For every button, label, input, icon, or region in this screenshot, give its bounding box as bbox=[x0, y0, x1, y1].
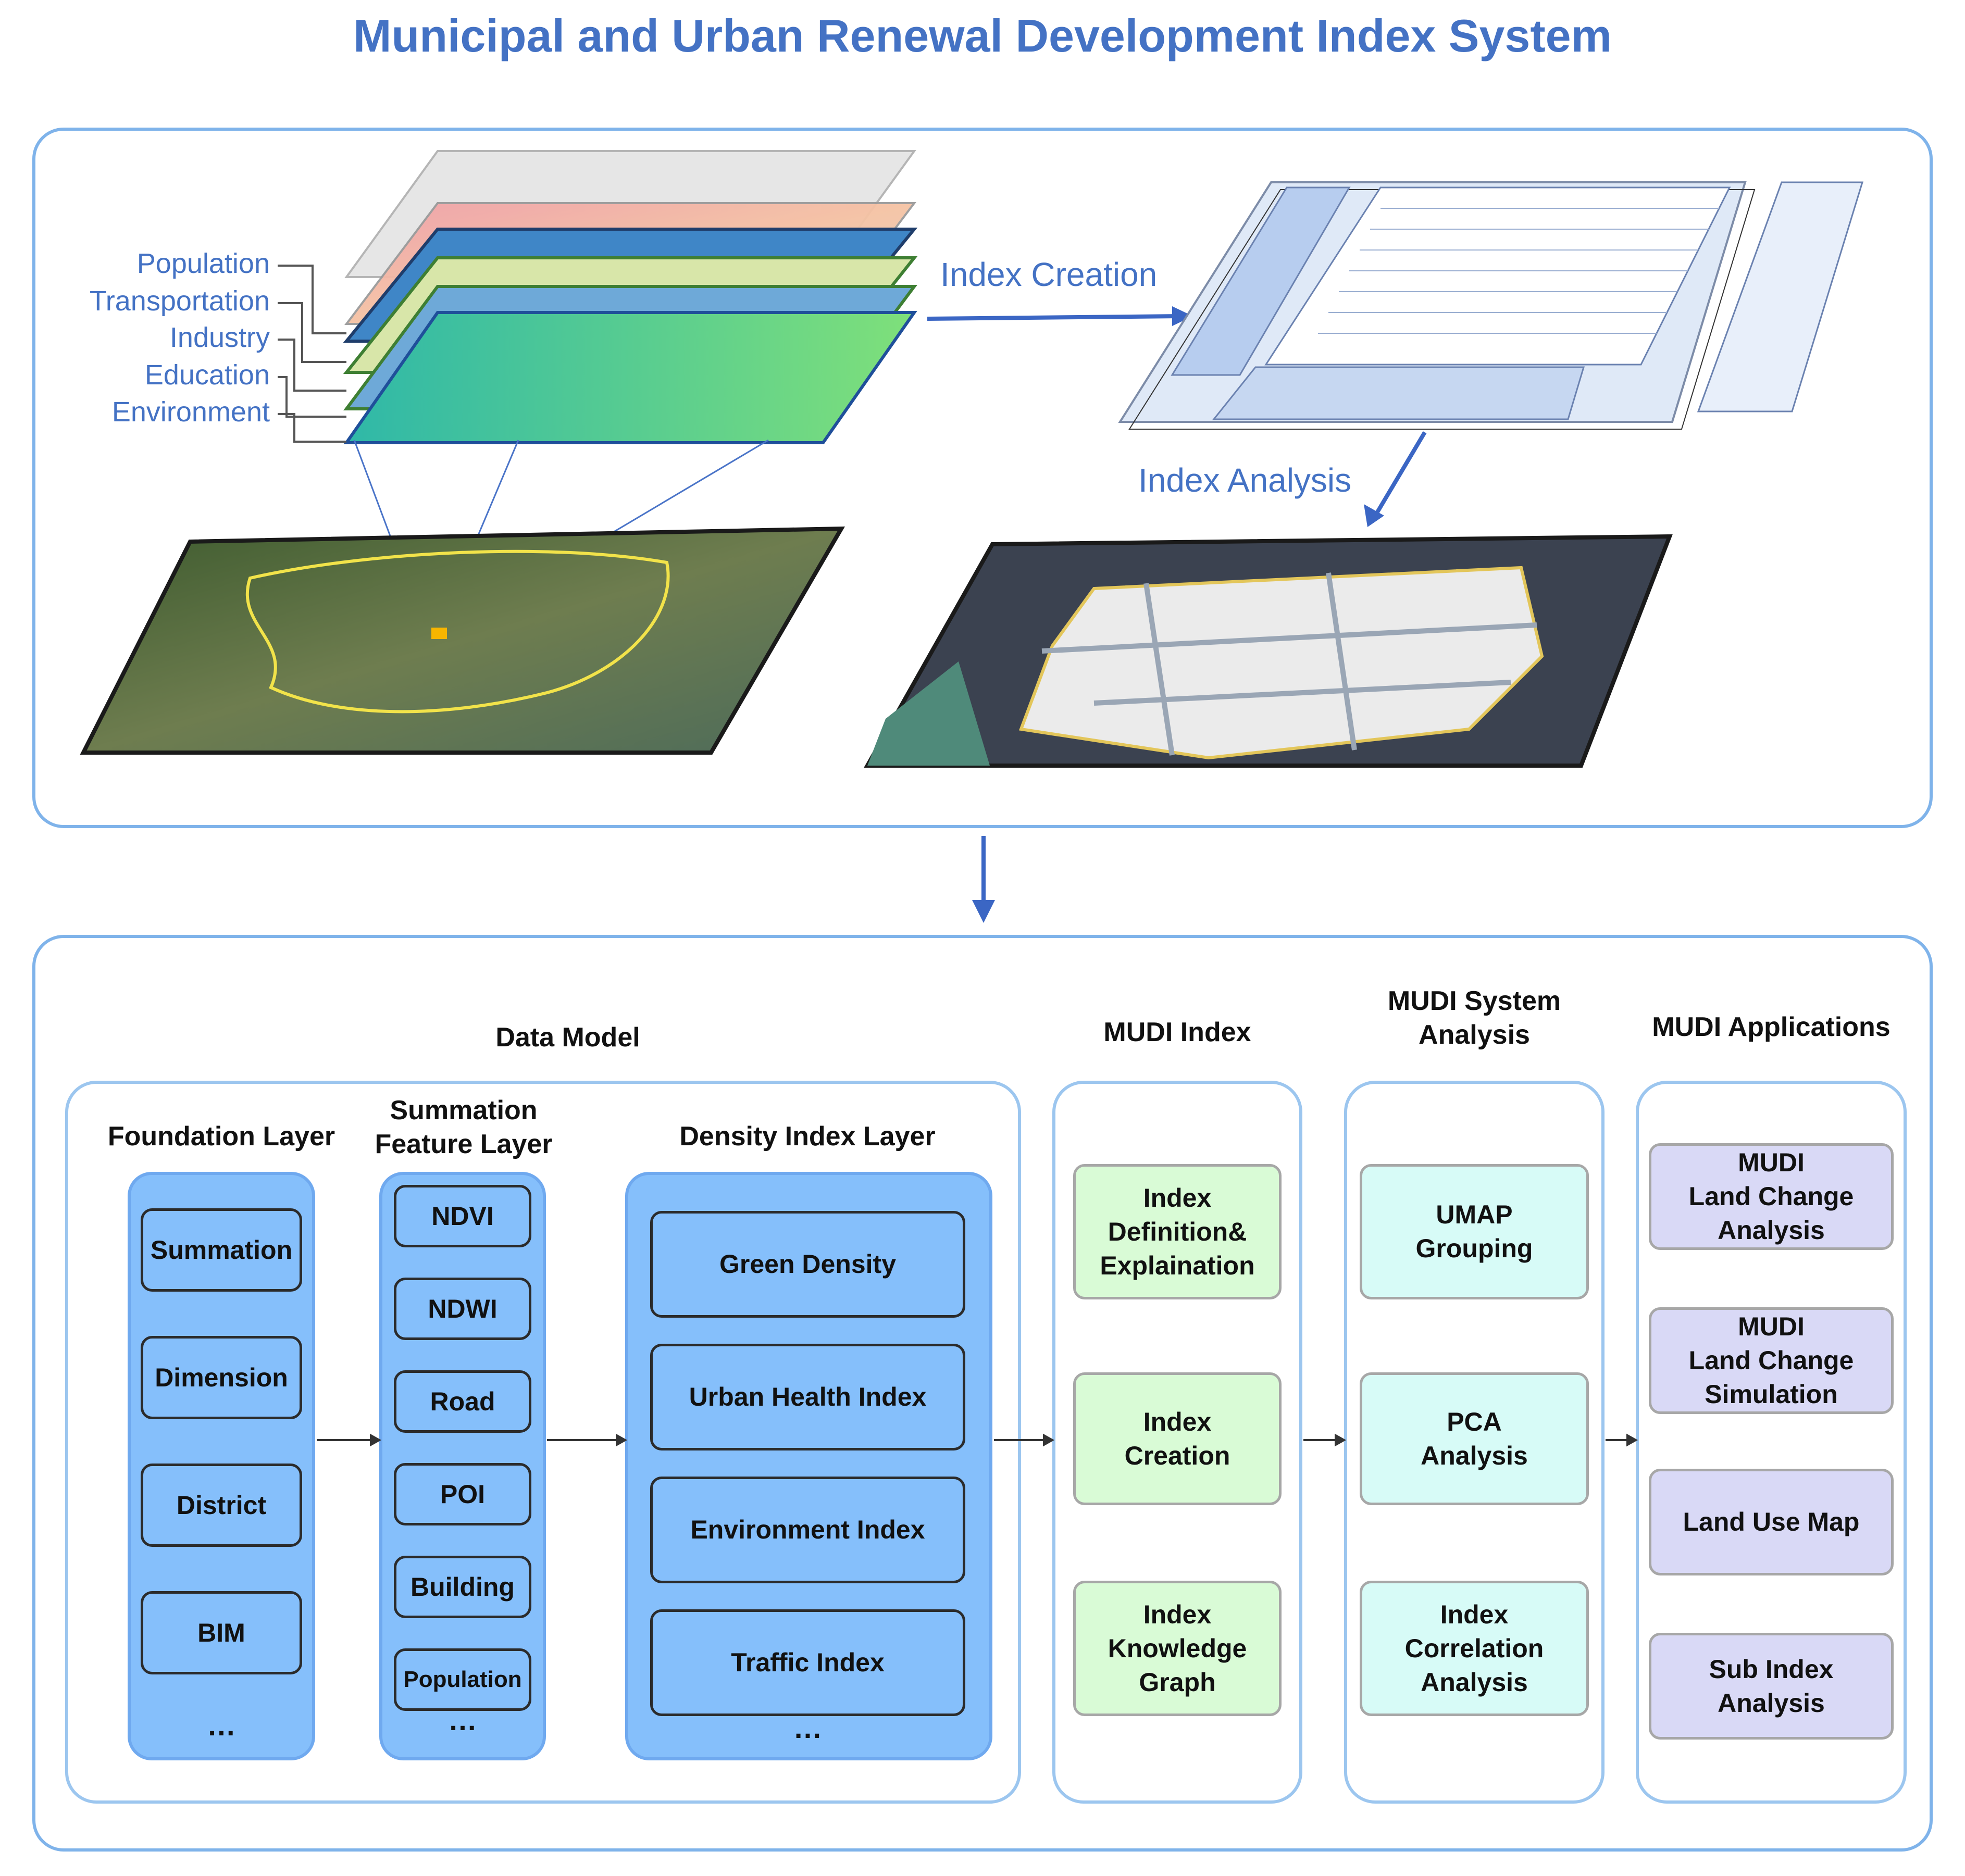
density-item-urban-health-index: Urban Health Index bbox=[650, 1344, 965, 1450]
summation-feature-layer-header: Summation Feature Layer bbox=[375, 1095, 553, 1159]
layer-stack bbox=[343, 150, 918, 444]
map-green-area bbox=[867, 661, 990, 766]
layer-label-industry: Industry bbox=[169, 322, 270, 353]
application-item-land-change-simulation: MUDI Land Change Simulation bbox=[1649, 1307, 1894, 1414]
mudi-index-header: MUDI Index bbox=[1103, 1017, 1251, 1047]
data-model-header: Data Model bbox=[495, 1022, 640, 1053]
layer-label-education: Education bbox=[144, 359, 270, 391]
foundation-item-summation: Summation bbox=[141, 1208, 302, 1292]
feature-item-ndvi: NDVI bbox=[394, 1185, 531, 1247]
feature-more: … bbox=[448, 1704, 477, 1736]
page-title: Municipal and Urban Renewal Development … bbox=[353, 10, 1612, 61]
density-item-traffic-index: Traffic Index bbox=[650, 1609, 965, 1716]
density-item-environment-index: Environment Index bbox=[650, 1477, 965, 1583]
map-roads bbox=[1041, 572, 1537, 756]
analysis-item-umap-grouping: UMAP Grouping bbox=[1360, 1164, 1589, 1299]
mudi-index-item-knowledge-graph: Index Knowledge Graph bbox=[1073, 1581, 1282, 1716]
foundation-item-bim: BIM bbox=[141, 1591, 302, 1674]
feature-item-population: Population bbox=[394, 1648, 531, 1711]
application-item-land-use-map: Land Use Map bbox=[1649, 1469, 1894, 1575]
index-analysis-arrow bbox=[1373, 431, 1427, 517]
application-item-sub-index-analysis: Sub Index Analysis bbox=[1649, 1633, 1894, 1740]
layer-environment bbox=[343, 311, 917, 444]
foundation-item-dimension: Dimension bbox=[141, 1336, 302, 1419]
layer-connectors bbox=[278, 265, 346, 443]
mudi-index-item-definition: Index Definition& Explaination bbox=[1073, 1164, 1282, 1299]
feature-item-poi: POI bbox=[394, 1463, 531, 1525]
feature-item-ndwi: NDWI bbox=[394, 1278, 531, 1340]
layer-label-transportation: Transportation bbox=[89, 285, 270, 317]
study-area-marker bbox=[431, 628, 447, 639]
index-creation-label: Index Creation bbox=[940, 256, 1158, 293]
feature-item-building: Building bbox=[394, 1556, 531, 1618]
foundation-item-district: District bbox=[141, 1464, 302, 1547]
density-more: … bbox=[793, 1711, 823, 1744]
boundary-outline bbox=[245, 549, 670, 714]
application-item-land-change-analysis: MUDI Land Change Analysis bbox=[1649, 1143, 1894, 1250]
analysis-item-pca: PCA Analysis bbox=[1360, 1372, 1589, 1505]
mudi-applications-header: MUDI Applications bbox=[1652, 1012, 1891, 1042]
foundation-more: … bbox=[207, 1709, 236, 1742]
index-creation-arrow bbox=[927, 314, 1180, 321]
feature-item-road: Road bbox=[394, 1370, 531, 1433]
layer-label-environment: Environment bbox=[111, 396, 270, 428]
analysis-item-correlation: Index Correlation Analysis bbox=[1360, 1581, 1589, 1716]
mudi-system-analysis-header: MUDI System Analysis bbox=[1387, 986, 1561, 1050]
foundation-layer-header: Foundation Layer bbox=[107, 1121, 335, 1152]
data-table-schema bbox=[1118, 181, 1864, 430]
density-index-layer-header: Density Index Layer bbox=[679, 1121, 936, 1152]
layer-label-population: Population bbox=[136, 248, 270, 279]
mudi-index-item-creation: Index Creation bbox=[1073, 1372, 1282, 1505]
density-item-green-density: Green Density bbox=[650, 1211, 965, 1318]
index-analysis-label: Index Analysis bbox=[1138, 461, 1352, 499]
satellite-map bbox=[80, 526, 845, 755]
